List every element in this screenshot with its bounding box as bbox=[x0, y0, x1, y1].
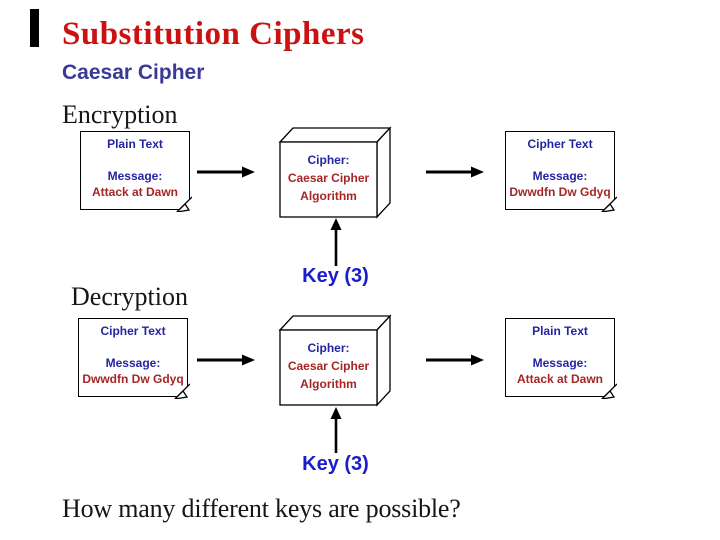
cipher-name: Caesar Cipher bbox=[287, 171, 370, 185]
cipher-label: Cipher: bbox=[307, 341, 350, 355]
encryption-plaintext-box: Plain Text Message: Attack at Dawn bbox=[80, 131, 192, 212]
encryption-ciphertext-box: Cipher Text Message: Dwwdfn Dw Gdyq bbox=[505, 131, 617, 212]
arrow-right-icon bbox=[197, 166, 255, 178]
message-value: Attack at Dawn bbox=[516, 372, 604, 386]
arrow-up-icon bbox=[330, 407, 342, 453]
encryption-heading: Encryption bbox=[62, 100, 178, 129]
message-value: Attack at Dawn bbox=[91, 185, 179, 199]
box-title: Cipher Text bbox=[100, 324, 166, 338]
cipher-name-2: Algorithm bbox=[300, 377, 357, 391]
cipher-name: Caesar Cipher bbox=[287, 359, 370, 373]
message-label: Message: bbox=[107, 169, 163, 183]
cipher-label: Cipher: bbox=[307, 153, 350, 167]
box-title: Plain Text bbox=[107, 137, 163, 151]
decryption-plaintext-box: Plain Text Message: Attack at Dawn bbox=[505, 318, 617, 399]
accent-bar bbox=[30, 9, 39, 47]
message-label: Message: bbox=[105, 356, 161, 370]
slide-title: Substitution Ciphers bbox=[62, 16, 365, 52]
encryption-key-label: Key (3) bbox=[302, 265, 369, 287]
decryption-heading: Decryption bbox=[71, 282, 188, 311]
message-label: Message: bbox=[532, 169, 588, 183]
folded-corner-icon bbox=[176, 196, 192, 212]
box-title: Plain Text bbox=[532, 324, 588, 338]
slide-subtitle: Caesar Cipher bbox=[62, 61, 205, 84]
folded-corner-icon bbox=[174, 383, 190, 399]
decryption-ciphertext-box: Cipher Text Message: Dwwdfn Dw Gdyq bbox=[78, 318, 190, 399]
cube-3d-icon bbox=[278, 314, 392, 407]
question-text: How many different keys are possible? bbox=[62, 494, 461, 523]
decryption-cipher-box: Cipher: Caesar Cipher Algorithm bbox=[277, 313, 394, 409]
message-value: Dwwdfn Dw Gdyq bbox=[82, 372, 184, 386]
message-value: Dwwdfn Dw Gdyq bbox=[509, 185, 611, 199]
cube-3d-icon bbox=[278, 126, 392, 219]
cipher-box-text: Cipher: Caesar Cipher Algorithm bbox=[280, 330, 377, 405]
message-label: Message: bbox=[532, 356, 588, 370]
arrow-up-icon bbox=[330, 218, 342, 266]
encryption-cipher-box: Cipher: Caesar Cipher Algorithm bbox=[277, 125, 394, 221]
cipher-name-2: Algorithm bbox=[300, 189, 357, 203]
decryption-key-label: Key (3) bbox=[302, 453, 369, 475]
arrow-right-icon bbox=[197, 354, 255, 366]
folded-corner-icon bbox=[601, 383, 617, 399]
arrow-right-icon bbox=[426, 166, 484, 178]
box-title: Cipher Text bbox=[527, 137, 593, 151]
cipher-box-text: Cipher: Caesar Cipher Algorithm bbox=[280, 142, 377, 217]
folded-corner-icon bbox=[601, 196, 617, 212]
arrow-right-icon bbox=[426, 354, 484, 366]
